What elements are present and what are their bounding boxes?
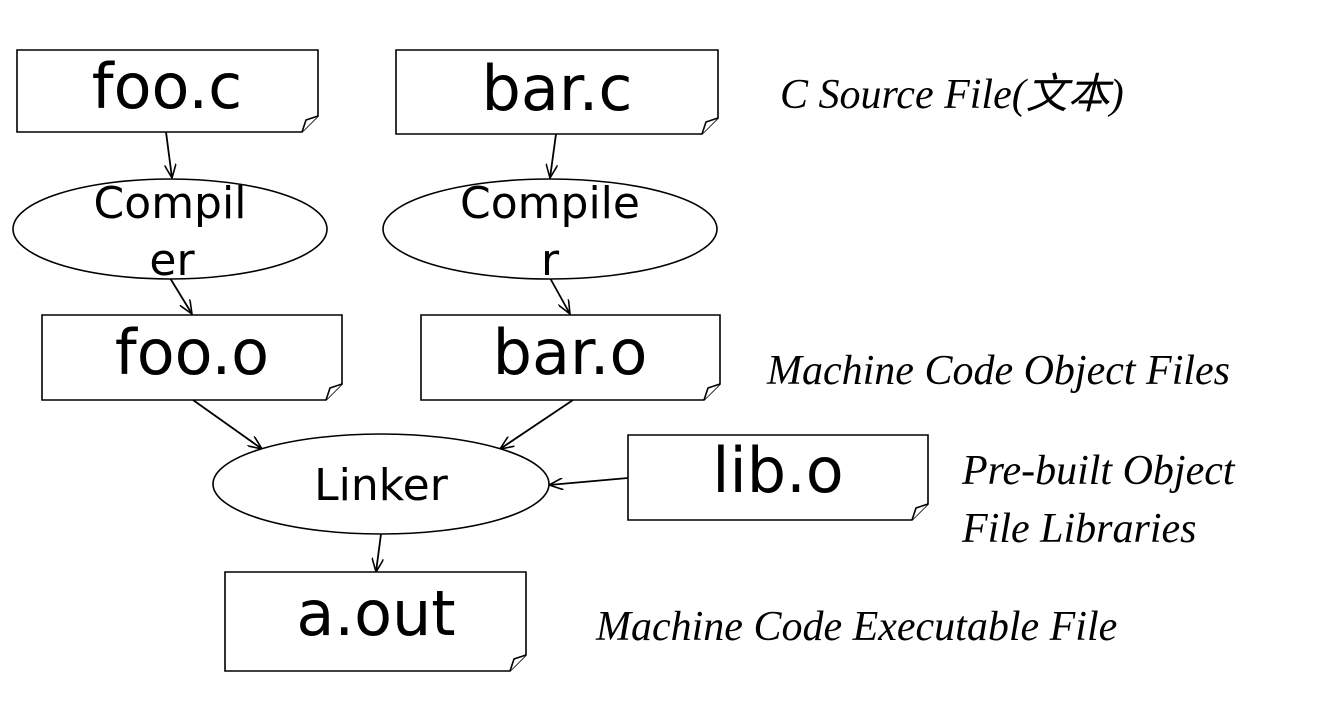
linker-label: Linker <box>314 460 449 511</box>
linker-ellipse: Linker <box>212 433 550 535</box>
a-out-label: a.out <box>296 577 455 650</box>
compiler-2-ellipse: Compile r <box>382 178 718 286</box>
a-out-file-box: a.out <box>224 571 527 672</box>
bar-o-label: bar.o <box>493 316 648 389</box>
edge-linker-to-a-out <box>376 533 381 572</box>
lib-o-label: lib.o <box>712 434 843 507</box>
compiler-1-label-line2: er <box>149 235 195 286</box>
foo-c-file-box: foo.c <box>16 49 319 133</box>
foo-o-label: foo.o <box>115 316 269 389</box>
bar-c-file-box: bar.c <box>395 49 719 135</box>
edge-bar-c-to-compiler <box>550 133 556 178</box>
libraries-label-line1: Pre-built Object <box>961 448 1236 494</box>
bar-o-file-box: bar.o <box>420 314 721 401</box>
edge-bar-o-to-linker <box>500 399 574 449</box>
compiler-1-label-line1: Compil <box>94 178 247 229</box>
source-file-label: C Source File(文本) <box>780 72 1124 118</box>
edge-foo-o-to-linker <box>192 399 262 449</box>
foo-c-label: foo.c <box>92 50 242 123</box>
edge-lib-o-to-linker <box>549 477 629 485</box>
object-files-label: Machine Code Object Files <box>766 348 1230 394</box>
foo-o-file-box: foo.o <box>41 314 343 401</box>
compiler-2-label-line2: r <box>541 235 560 286</box>
edge-compiler-to-bar-o <box>549 277 570 314</box>
lib-o-file-box: lib.o <box>627 434 929 521</box>
compiler-1-ellipse: Compil er <box>12 178 328 286</box>
edge-compiler-to-foo-o <box>169 277 192 314</box>
edge-foo-c-to-compiler <box>166 131 172 178</box>
libraries-label-line2: File Libraries <box>961 506 1197 552</box>
executable-file-label: Machine Code Executable File <box>595 604 1117 650</box>
compiler-2-label-line1: Compile <box>460 178 640 229</box>
bar-c-label: bar.c <box>482 52 633 125</box>
